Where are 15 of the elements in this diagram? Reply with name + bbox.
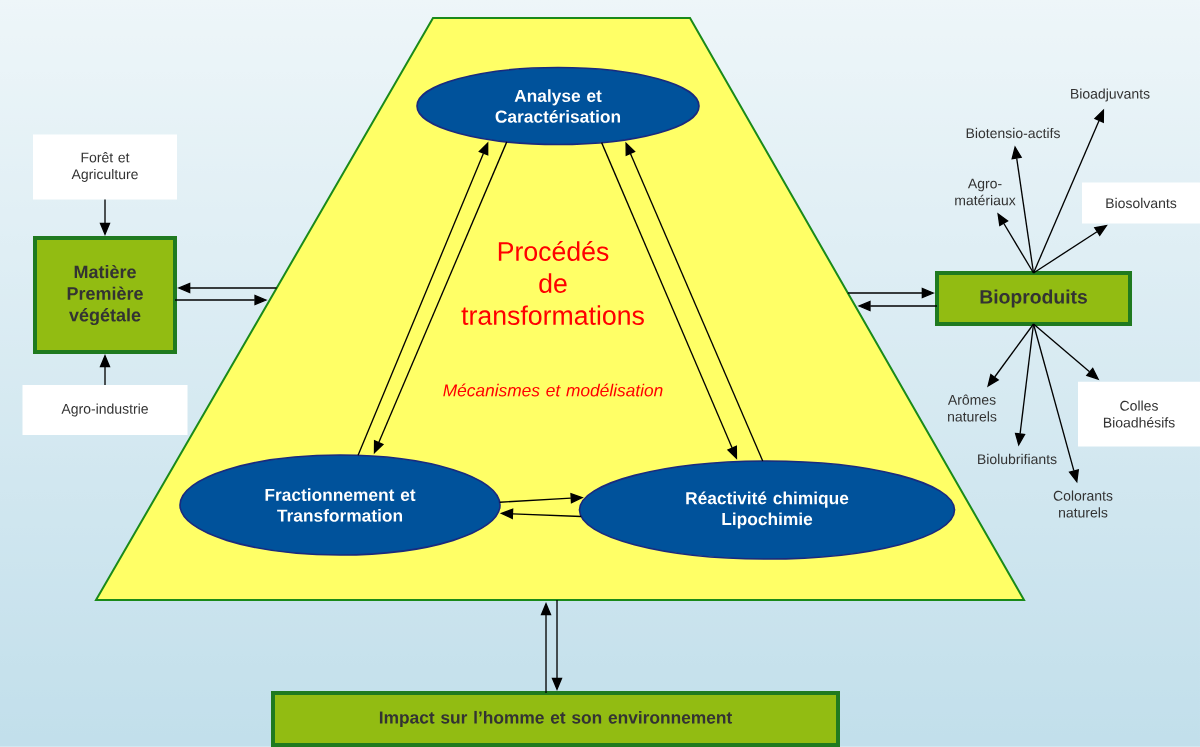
subtitle-text: Mécanismes et modélisation: [443, 383, 663, 397]
product-box: Colles Bioadhésifs: [1078, 381, 1200, 447]
source-box: Forêt et Agriculture: [33, 134, 177, 200]
product-label: Colorants naturels: [1053, 490, 1113, 518]
product-label: Arômes naturels: [947, 394, 997, 422]
product-label: Biolubrifiants: [978, 453, 1057, 465]
process-box: Bioproduits: [935, 271, 1132, 326]
product-label: Agro-matériaux: [955, 178, 1016, 206]
product-box: Biosolvants: [1082, 182, 1200, 224]
process-box: Matière Première végétale: [33, 236, 177, 354]
source-box: Agro-industrie: [22, 385, 188, 435]
process-box: Impact sur l’homme et son environnement: [271, 691, 840, 747]
product-label: Bioadjuvants: [1071, 88, 1150, 102]
product-label: Biotensio-actifs: [966, 127, 1060, 139]
heading-text: Procédés de transformations: [461, 241, 644, 325]
